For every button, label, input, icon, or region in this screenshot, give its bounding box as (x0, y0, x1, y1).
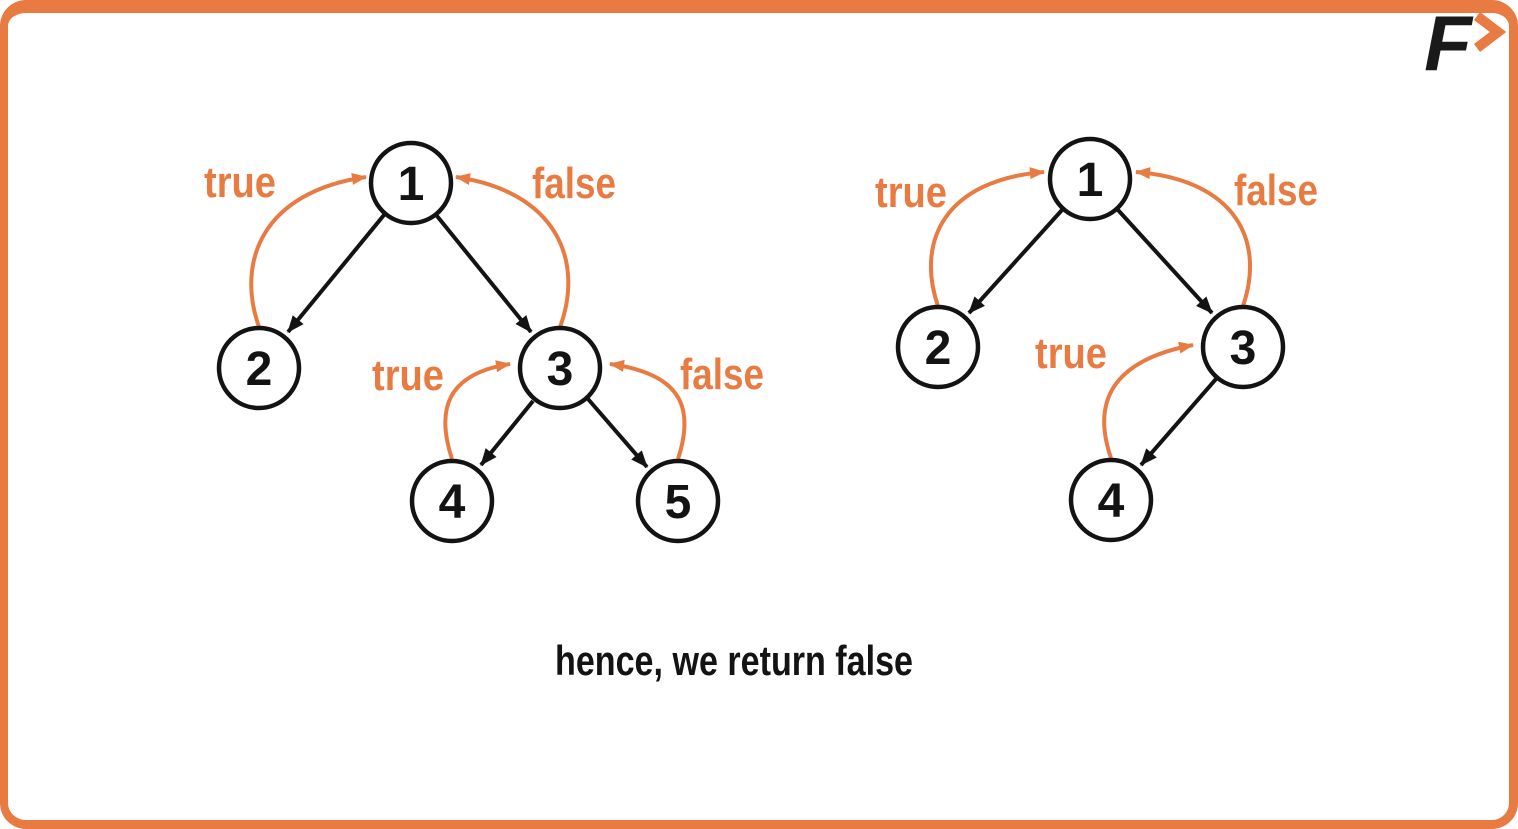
node-value: 2 (246, 343, 273, 396)
return-arrow-false-3-to-1 (1135, 167, 1252, 307)
tree-node-1: 1 (1047, 136, 1133, 222)
node-circle (1068, 457, 1154, 543)
edge-1-to-3 (435, 214, 533, 334)
tree-node-1: 1 (368, 140, 454, 226)
return-label-false: false (532, 159, 616, 208)
return-label-true: true (1035, 329, 1107, 378)
chevron-right-icon (1473, 12, 1507, 52)
return-arrow-true-2-to-1 (249, 173, 367, 328)
node-value: 1 (1077, 154, 1104, 207)
brand-logo: F (1424, 0, 1507, 87)
right-tree: 1 2 3 4 true false true (875, 136, 1318, 543)
node-circle (1047, 136, 1133, 222)
node-value: 4 (1098, 475, 1125, 528)
tree-node-2: 2 (216, 325, 302, 411)
return-label-false: false (1234, 166, 1318, 215)
node-circle (216, 325, 302, 411)
tree-node-3: 3 (1200, 304, 1286, 390)
node-value: 1 (398, 158, 425, 211)
node-circle (368, 140, 454, 226)
return-label-true: true (372, 351, 444, 400)
edge-1-to-3 (1116, 208, 1214, 315)
node-value: 3 (547, 343, 574, 396)
return-arrow-false-3-to-1 (455, 173, 571, 328)
return-label-true: true (204, 158, 276, 207)
tree-node-4: 4 (1068, 457, 1154, 543)
node-value: 5 (665, 476, 692, 529)
return-label-false: false (680, 350, 764, 399)
node-circle (517, 325, 603, 411)
logo-letter: F (1424, 0, 1474, 87)
return-label-true: true (875, 168, 947, 217)
edge-3-to-4 (1139, 377, 1218, 467)
return-arrow-true-4-to-3 (443, 360, 511, 460)
return-arrow-true-4-to-3 (1102, 341, 1194, 459)
tree-node-5: 5 (635, 458, 721, 544)
node-circle (1200, 304, 1286, 390)
tree-node-4: 4 (409, 458, 495, 544)
edge-3-to-4 (479, 399, 535, 467)
node-circle (895, 304, 981, 390)
node-circle (635, 458, 721, 544)
edge-1-to-2 (967, 208, 1064, 315)
edge-3-to-5 (586, 397, 649, 469)
caption: hence, we return false (555, 637, 913, 684)
node-circle (409, 458, 495, 544)
edge-1-to-2 (286, 213, 386, 334)
return-arrow-true-2-to-1 (929, 167, 1045, 307)
node-value: 2 (925, 322, 952, 375)
return-arrow-false-5-to-3 (609, 359, 687, 460)
node-value: 4 (439, 476, 466, 529)
left-tree: 1 2 3 4 5 true false true false (204, 140, 764, 544)
tree-node-3: 3 (517, 325, 603, 411)
tree-node-2: 2 (895, 304, 981, 390)
node-value: 3 (1230, 322, 1257, 375)
